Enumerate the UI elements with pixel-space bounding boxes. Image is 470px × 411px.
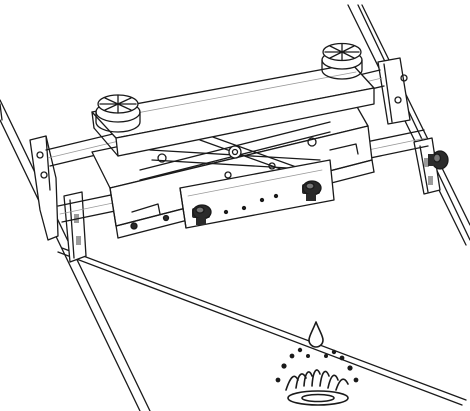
small-bolt-icon [130, 214, 170, 230]
water-splash-icon [275, 321, 359, 406]
top-platform [91, 63, 375, 157]
right-saddle-pad-icon [321, 42, 363, 80]
front-control-plate [179, 159, 335, 229]
left-control-knob-icon [192, 204, 212, 225]
left-saddle-pad-icon [95, 94, 141, 133]
left-bracket [29, 135, 87, 263]
right-bracket [377, 57, 441, 195]
lower-panel [57, 247, 467, 406]
right-rail [347, 4, 470, 246]
right-rail-knob-icon [428, 150, 449, 170]
center-control-knob-icon [302, 180, 322, 201]
